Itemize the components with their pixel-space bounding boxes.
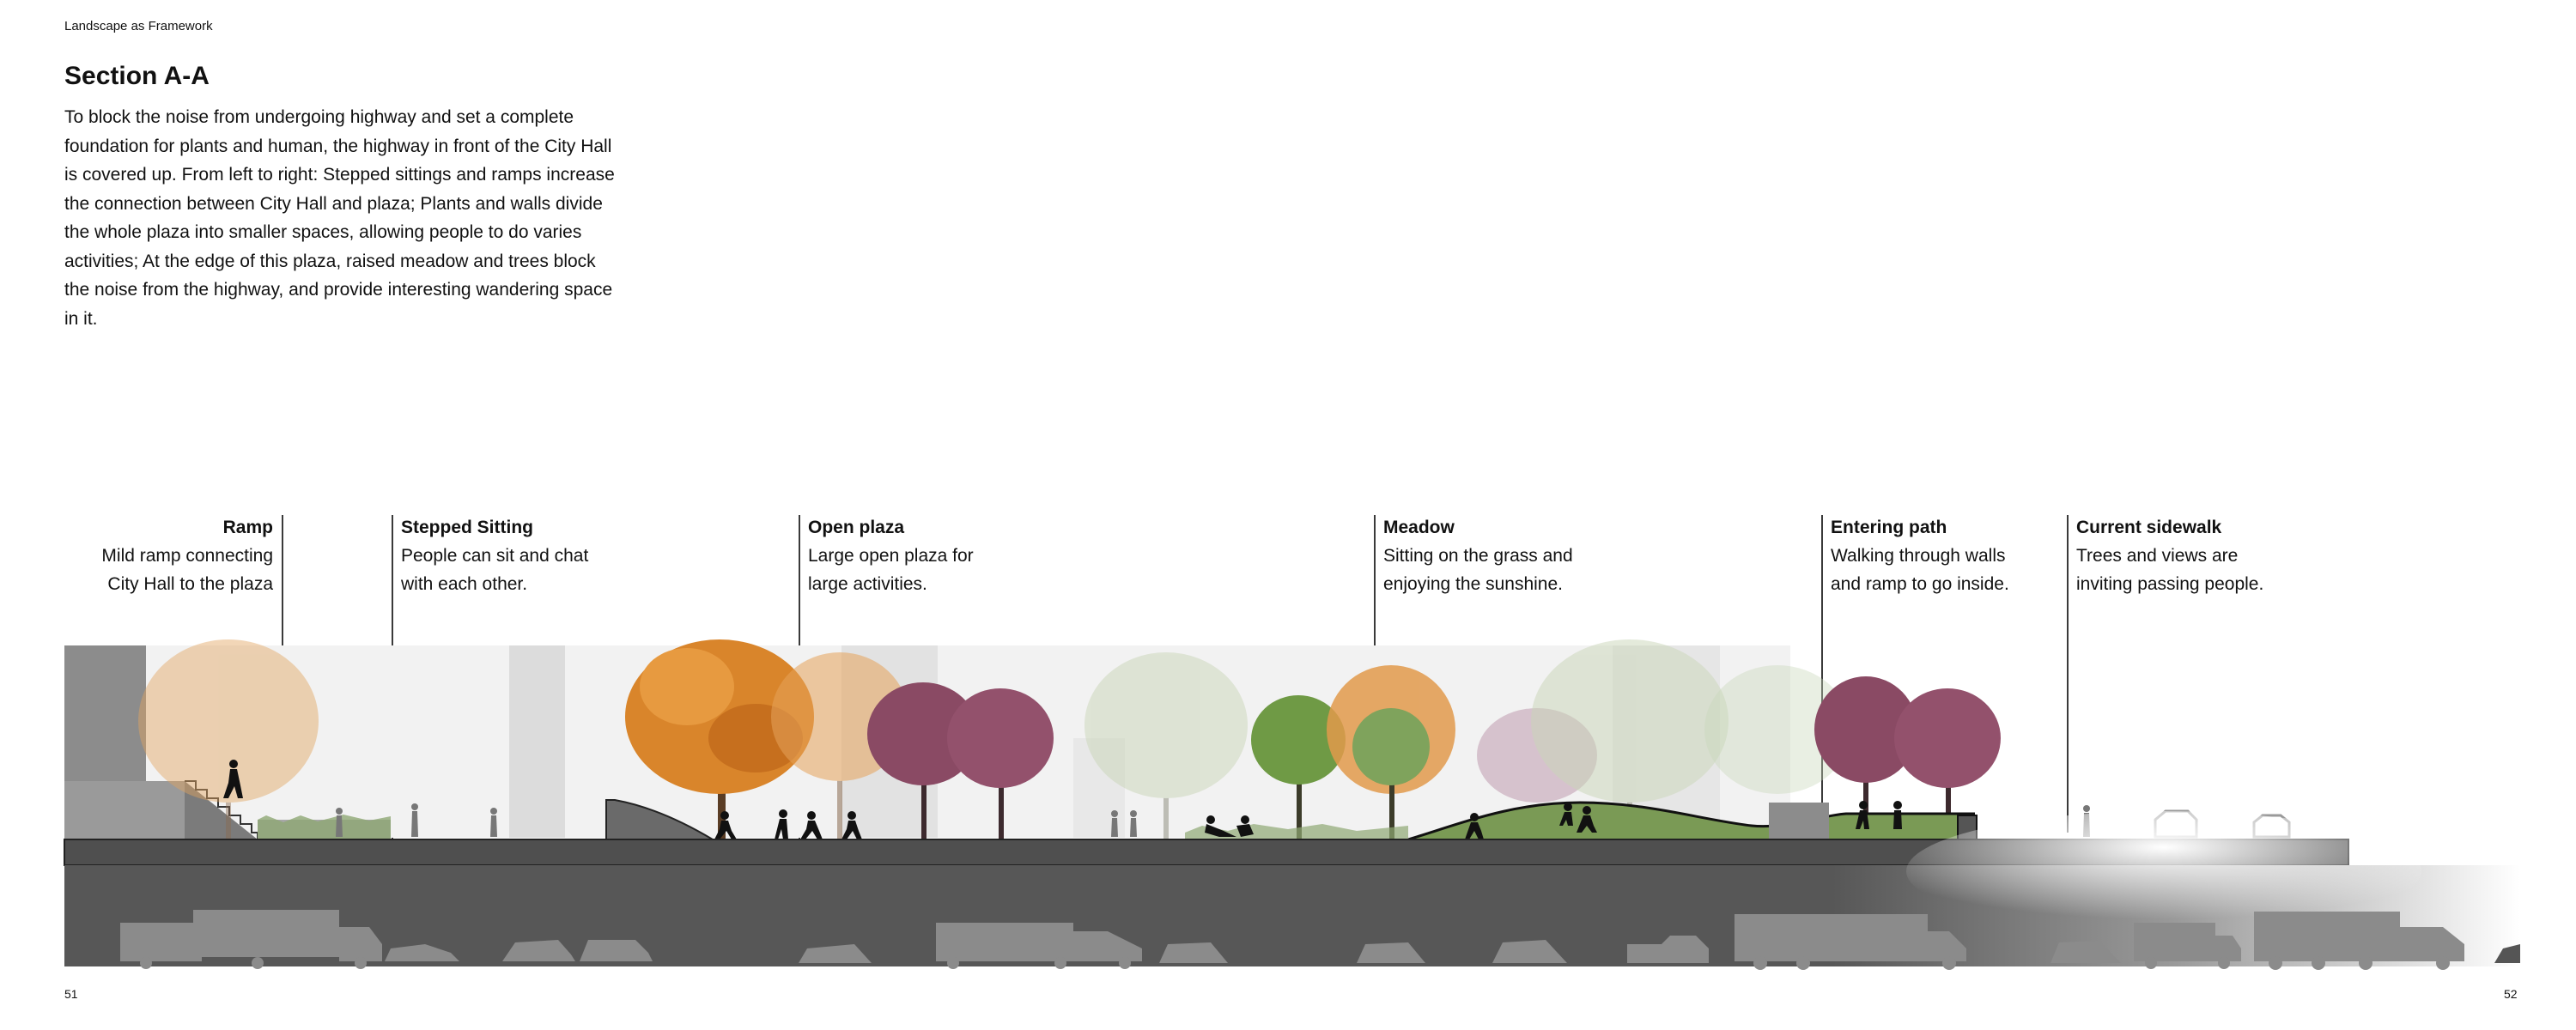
label-title: Current sidewalk bbox=[2076, 518, 2222, 537]
tree bbox=[1894, 688, 2001, 839]
label-meadow: Meadow Sitting on the grass and enjoying… bbox=[1383, 513, 1573, 598]
tree bbox=[1251, 695, 1346, 839]
person bbox=[490, 808, 497, 837]
truck bbox=[936, 923, 1142, 969]
label-desc: Sitting on the grass and enjoying the su… bbox=[1383, 546, 1573, 594]
car bbox=[1492, 940, 1567, 963]
truck bbox=[1735, 914, 1966, 970]
background-building bbox=[509, 645, 565, 838]
leader-line-entering-path bbox=[1821, 515, 1823, 833]
car bbox=[1159, 942, 1228, 963]
tree bbox=[1531, 639, 1728, 839]
person bbox=[800, 811, 823, 839]
page-number-right: 52 bbox=[2504, 987, 2518, 1001]
car bbox=[799, 944, 872, 963]
car bbox=[1357, 942, 1425, 963]
label-desc: Large open plaza for large activities. bbox=[808, 546, 974, 594]
truck bbox=[120, 910, 382, 969]
person bbox=[1130, 810, 1137, 837]
tree bbox=[1814, 676, 1917, 839]
person bbox=[714, 811, 737, 839]
truck bbox=[2254, 912, 2464, 970]
document-header: Landscape as Framework bbox=[64, 19, 213, 33]
person bbox=[411, 803, 418, 837]
plaza-elements bbox=[258, 799, 1978, 841]
car bbox=[2050, 941, 2121, 963]
page-number-left: 51 bbox=[64, 987, 78, 1001]
label-entering-path: Entering path Walking through walls and … bbox=[1831, 513, 2009, 598]
car bbox=[502, 940, 653, 961]
person bbox=[223, 760, 243, 798]
person bbox=[1111, 810, 1118, 837]
tree bbox=[1352, 708, 1430, 839]
label-title: Open plaza bbox=[808, 518, 905, 537]
grass bbox=[258, 815, 391, 839]
entering-path-wall bbox=[1769, 803, 1829, 839]
car bbox=[2494, 944, 2520, 963]
section-title: Section A-A bbox=[64, 62, 210, 90]
label-desc: Trees and views are inviting passing peo… bbox=[2076, 546, 2264, 594]
person bbox=[336, 808, 343, 837]
person bbox=[841, 811, 862, 839]
label-stepped-sitting: Stepped Sitting People can sit and chat … bbox=[401, 513, 588, 598]
truck bbox=[2134, 923, 2241, 969]
meadow-mound bbox=[1408, 803, 1975, 839]
pickup bbox=[1627, 936, 1709, 963]
trees bbox=[138, 639, 2001, 839]
label-ramp: Ramp Mild ramp connecting City Hall to t… bbox=[101, 513, 273, 598]
stepped-sitting-steps bbox=[185, 781, 258, 839]
label-title: Ramp bbox=[222, 518, 273, 537]
label-title: Stepped Sitting bbox=[401, 518, 533, 537]
highway-vehicles bbox=[120, 910, 2520, 970]
person bbox=[775, 809, 788, 839]
label-desc: Walking through walls and ramp to go ins… bbox=[1831, 546, 2009, 594]
person bbox=[1205, 815, 1236, 837]
tree bbox=[1704, 665, 1850, 794]
label-desc: Mild ramp connecting City Hall to the pl… bbox=[101, 546, 273, 594]
tree bbox=[625, 639, 814, 839]
label-title: Entering path bbox=[1831, 518, 1947, 537]
tree bbox=[1084, 652, 1248, 839]
person bbox=[1236, 815, 1254, 837]
leader-line-current-sidewalk bbox=[2067, 515, 2069, 833]
tree bbox=[867, 682, 979, 839]
person bbox=[1559, 803, 1573, 826]
section-description: To block the noise from undergoing highw… bbox=[64, 107, 615, 329]
city-hall-base bbox=[64, 781, 185, 839]
person bbox=[1893, 801, 1902, 829]
tree bbox=[947, 688, 1054, 839]
person bbox=[1856, 801, 1869, 829]
car bbox=[385, 944, 459, 961]
person bbox=[1577, 806, 1597, 833]
label-desc: People can sit and chat with each other. bbox=[401, 546, 589, 594]
label-open-plaza: Open plaza Large open plaza for large ac… bbox=[808, 513, 974, 598]
label-current-sidewalk: Current sidewalk Trees and views are inv… bbox=[2076, 513, 2263, 598]
label-title: Meadow bbox=[1383, 518, 1455, 537]
tunnel-light bbox=[1906, 811, 2421, 931]
ramp-steps bbox=[185, 780, 258, 839]
person bbox=[1465, 813, 1484, 839]
